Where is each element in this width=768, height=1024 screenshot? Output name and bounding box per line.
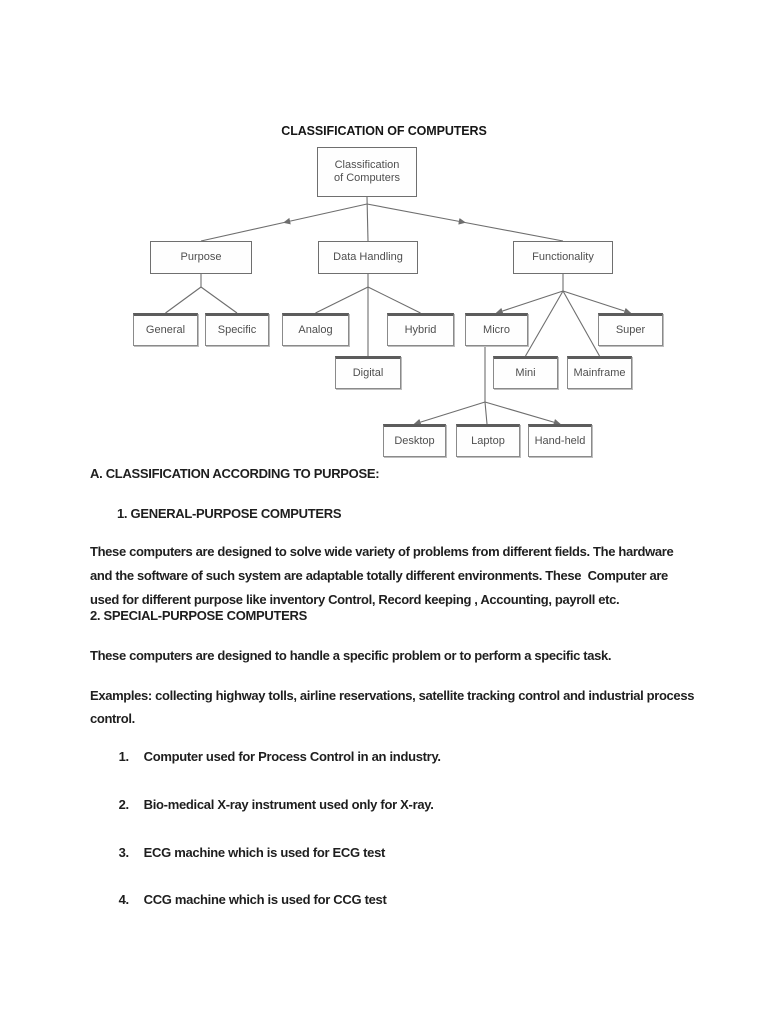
node-root-line1: Classification — [334, 159, 400, 171]
node-mainframe: Mainframe — [567, 356, 632, 389]
list-item-number: 1. — [118, 749, 130, 764]
list-item-number: 4. — [118, 892, 130, 907]
node-digital: Digital — [335, 356, 401, 389]
node-data-handling: Data Handling — [318, 241, 418, 274]
node-general: General — [133, 313, 198, 346]
node-super: Super — [598, 313, 663, 346]
node-hybrid: Hybrid — [387, 313, 454, 346]
node-classification-of-computers: Classification of Computers — [317, 147, 417, 197]
node-purpose: Purpose — [150, 241, 252, 274]
node-root-line2: of Computers — [333, 172, 401, 184]
node-micro: Micro — [465, 313, 528, 346]
list-item: 1. Computer used for Process Control in a… — [112, 734, 441, 764]
general-purpose-paragraph-line3: used for different purpose like inventor… — [90, 592, 620, 607]
examples-paragraph-line1: Examples: collecting highway tolls, airl… — [90, 688, 695, 703]
list-item-text: ECG machine which is used for ECG test — [143, 845, 386, 860]
page-title: CLASSIFICATION OF COMPUTERS — [281, 124, 487, 138]
node-hand-held: Hand-held — [528, 424, 592, 457]
tree-connectors — [165, 196, 632, 426]
list-item: 4. CCG machine which is used for CCG test — [112, 877, 387, 907]
node-functionality: Functionality — [513, 241, 613, 274]
node-specific: Specific — [205, 313, 269, 346]
list-item-number: 2. — [118, 797, 130, 812]
list-item-text: Bio-medical X-ray instrument used only f… — [143, 797, 434, 812]
general-purpose-paragraph-line2: and the software of such system are adap… — [90, 568, 668, 583]
classification-tree-diagram: Classification of Computers Purpose Data… — [100, 140, 680, 472]
list-item-text: CCG machine which is used for CCG test — [143, 892, 387, 907]
special-purpose-heading: 2. SPECIAL-PURPOSE COMPUTERS — [90, 608, 307, 623]
special-purpose-paragraph: These computers are designed to handle a… — [90, 648, 612, 663]
list-item: 3. ECG machine which is used for ECG test — [112, 830, 386, 860]
general-purpose-paragraph-line1: These computers are designed to solve wi… — [90, 544, 674, 559]
list-item-number: 3. — [118, 845, 130, 860]
section-a-heading: A. CLASSIFICATION ACCORDING TO PURPOSE: — [90, 466, 380, 481]
examples-paragraph-line2: control. — [90, 711, 135, 726]
node-mini: Mini — [493, 356, 558, 389]
node-analog: Analog — [282, 313, 349, 346]
list-item-text: Computer used for Process Control in an … — [143, 749, 441, 764]
general-purpose-heading: 1. GENERAL-PURPOSE COMPUTERS — [117, 506, 342, 521]
node-laptop: Laptop — [456, 424, 520, 457]
node-desktop: Desktop — [383, 424, 446, 457]
list-item: 2. Bio-medical X-ray instrument used only… — [112, 782, 434, 812]
